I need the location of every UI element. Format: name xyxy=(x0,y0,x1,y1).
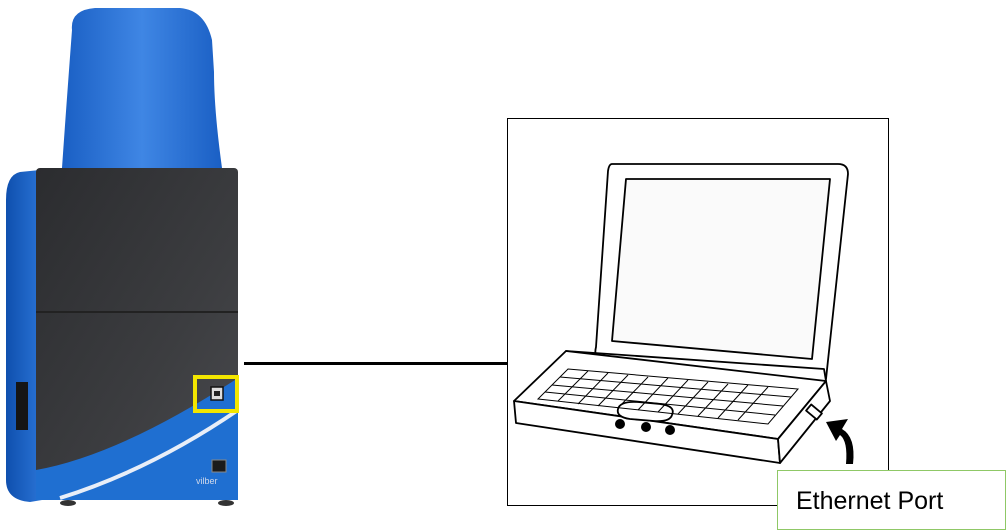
power-button xyxy=(212,460,226,472)
laptop-button-left xyxy=(615,419,625,429)
laptop-screen xyxy=(612,179,830,359)
imaging-device: vilber xyxy=(0,0,250,510)
ethernet-port-callout: Ethernet Port xyxy=(777,470,1006,530)
curved-arrow-icon xyxy=(826,419,854,464)
callout-label: Ethernet Port xyxy=(796,487,943,516)
ethernet-cable-line xyxy=(244,362,526,365)
laptop-button-right xyxy=(665,425,675,435)
laptop-illustration xyxy=(508,119,887,504)
laptop-illustration-frame xyxy=(507,118,889,506)
device-brand-mark: vilber xyxy=(196,476,218,486)
laptop-button-middle xyxy=(641,422,651,432)
device-side-slot xyxy=(16,382,28,430)
device-hood xyxy=(62,8,222,168)
